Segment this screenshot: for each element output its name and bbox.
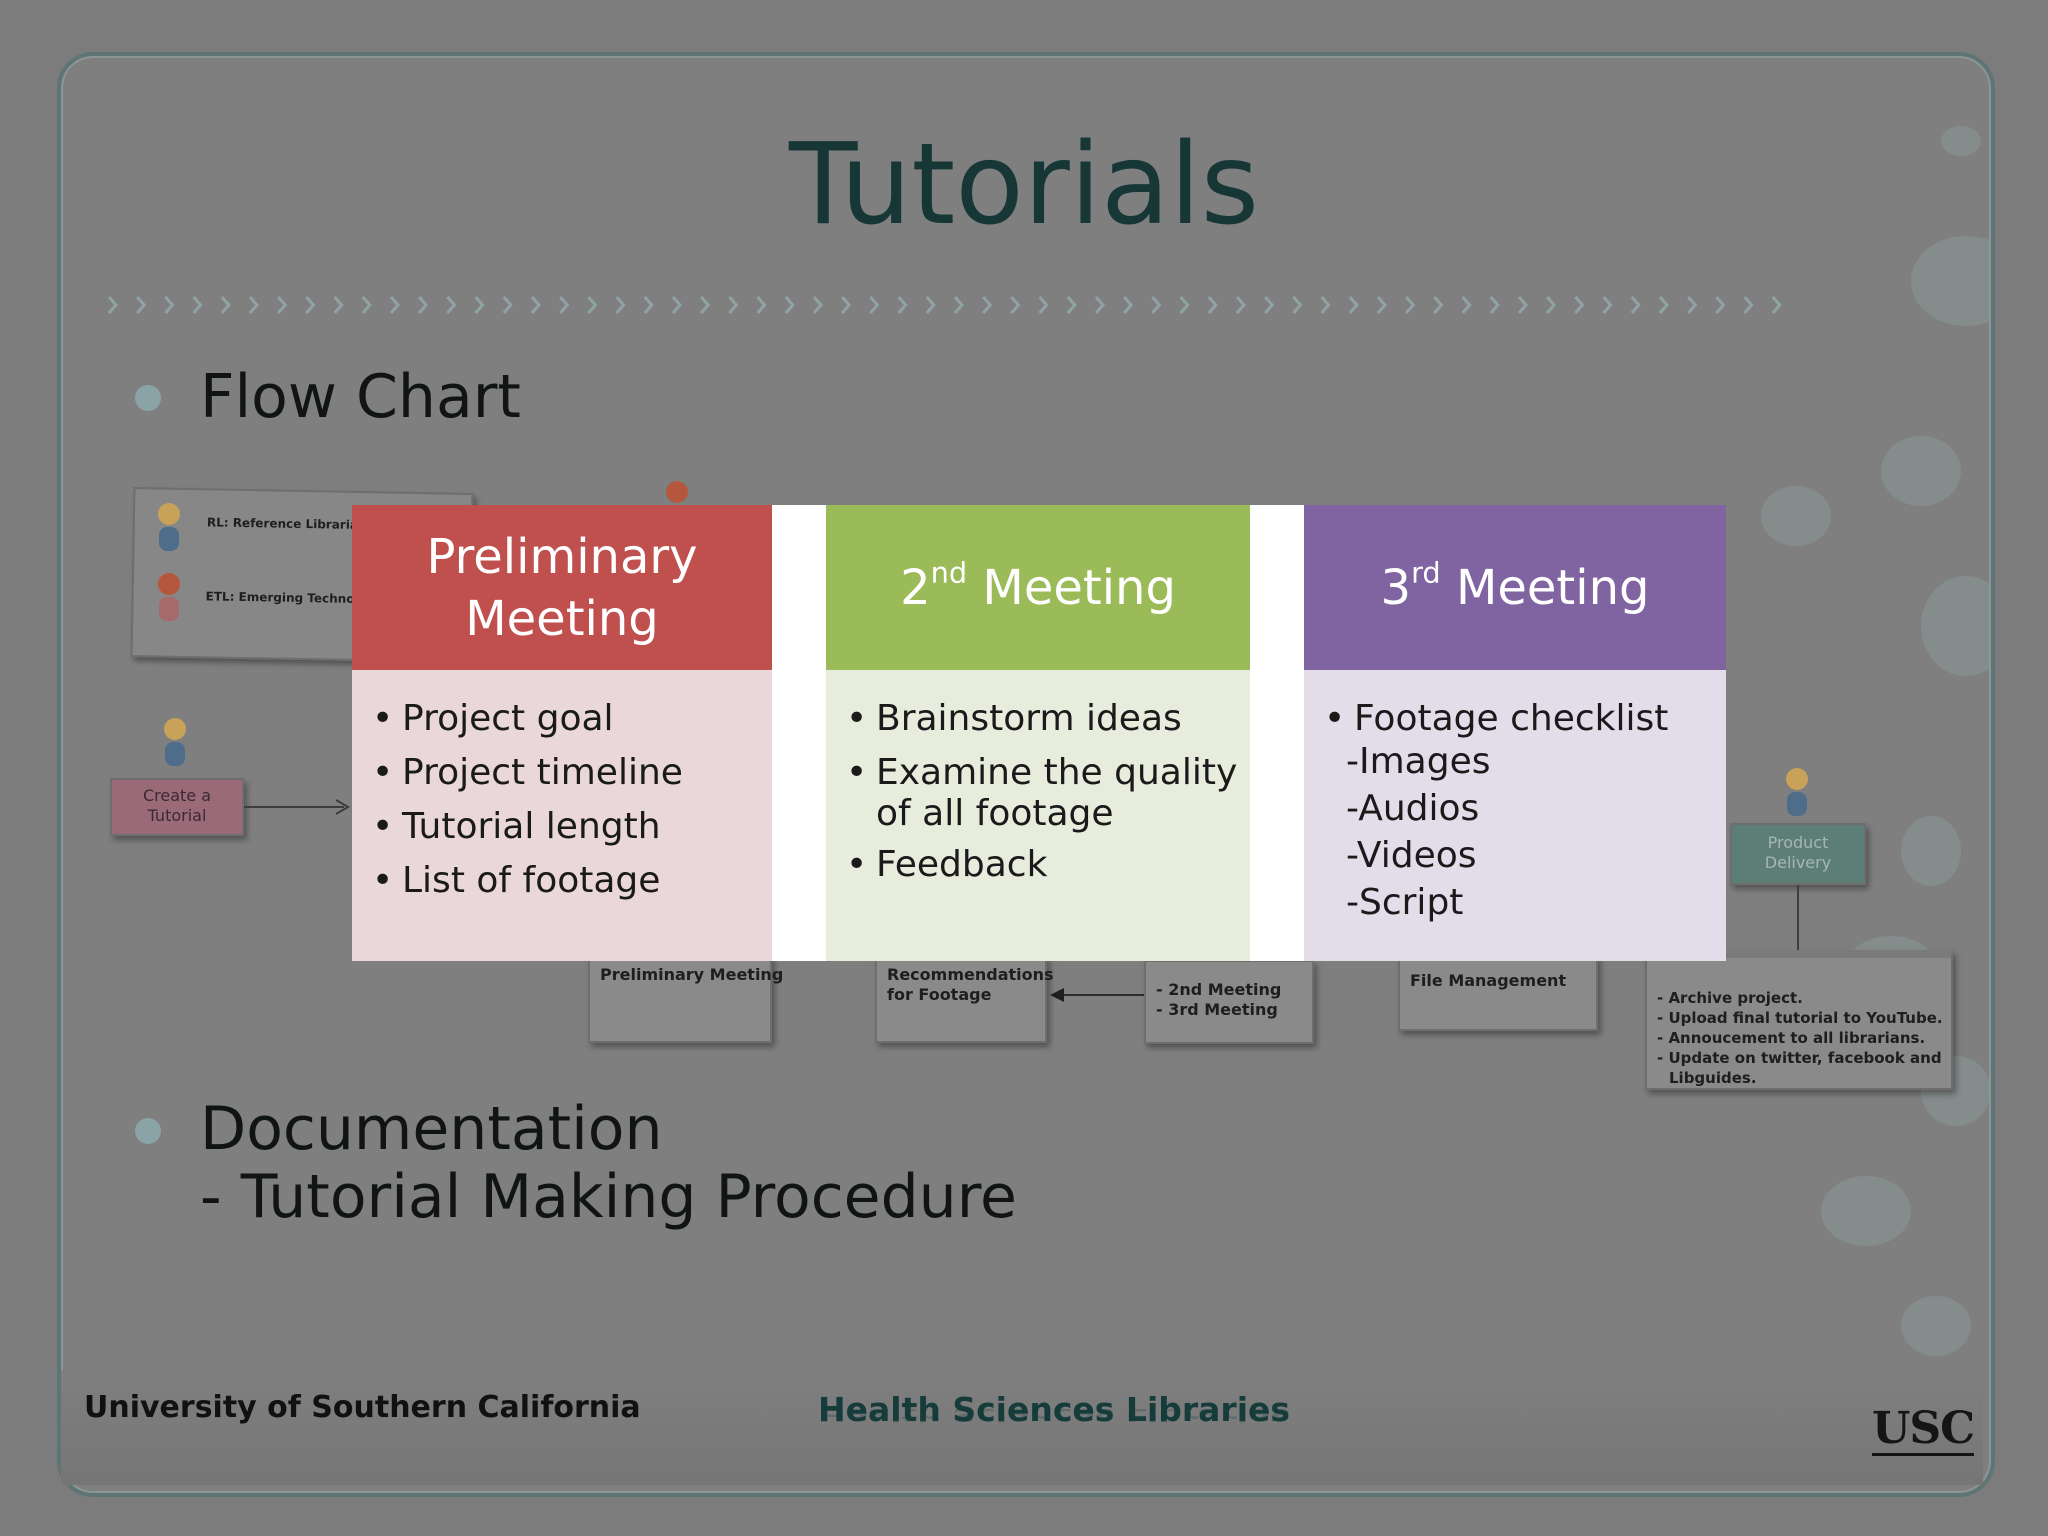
list-item: Project goal — [370, 692, 762, 746]
slide-title: Tutorials — [788, 120, 1260, 250]
footer-library-reflection: Health Sciences Libraries — [818, 1404, 1291, 1426]
second-meeting-header: 2nd Meeting — [826, 505, 1250, 670]
bg-meetings-box: - 2nd Meeting - 3rd Meeting — [1144, 960, 1314, 1044]
list-item: Tutorial length — [370, 800, 762, 854]
sub-item: -Images — [1346, 741, 1491, 782]
footer-band — [61, 1370, 1983, 1485]
person-icon — [666, 481, 688, 503]
person-icon — [164, 718, 186, 766]
sub-item: -Audios — [1346, 788, 1480, 829]
create-tutorial-box: Create a Tutorial — [110, 778, 244, 836]
bg-preliminary-meeting-box: Preliminary Meeting — [588, 955, 783, 1043]
legend-rl: RL: Reference Librarian — [206, 515, 358, 533]
arrow-connector — [244, 799, 350, 815]
list-item: List of footage — [370, 854, 762, 908]
footer-library: Health Sciences Libraries — [818, 1390, 1291, 1429]
bullet-dot — [135, 385, 161, 411]
second-meeting-body: Brainstorm ideas Examine the quality of … — [826, 670, 1250, 961]
legend-etl: ETL: Emerging Technologies Librarian — [205, 589, 356, 607]
dotted-divider — [107, 296, 1782, 314]
person-icon — [158, 573, 180, 621]
bullet-documentation: Documentation - Tutorial Making Procedur… — [200, 1094, 1017, 1232]
list-item: Feedback — [844, 838, 1240, 892]
bg-archive-box: - Archive project. - Upload final tutori… — [1645, 950, 1953, 1090]
bg-file-management-box: File Management — [1398, 955, 1598, 1031]
bullet-flow-chart: Flow Chart — [200, 362, 521, 432]
arrow-connector — [1050, 988, 1144, 1002]
usc-logo: USC — [1872, 1403, 1975, 1456]
list-item: Examine the quality — [844, 746, 1240, 800]
list-item: Brainstorm ideas — [844, 692, 1240, 746]
list-item: Footage checklist — [1322, 692, 1716, 746]
bullet-dot — [135, 1118, 161, 1144]
preliminary-meeting-body: Project goal Project timeline Tutorial l… — [352, 670, 772, 961]
third-meeting-header: 3rd Meeting — [1304, 505, 1726, 670]
third-meeting-column: 3rd Meeting Footage checklist -Images -A… — [1304, 505, 1726, 961]
third-meeting-body: Footage checklist -Images -Audios -Video… — [1304, 670, 1726, 961]
sub-item: -Videos — [1346, 835, 1477, 876]
second-meeting-column: 2nd Meeting Brainstorm ideas Examine the… — [826, 505, 1250, 961]
sub-item: -Script — [1346, 882, 1464, 923]
footer-university: University of Southern California — [84, 1390, 641, 1425]
person-icon — [158, 503, 180, 551]
person-icon — [1786, 768, 1808, 816]
connector-line — [1797, 885, 1799, 950]
list-item: Project timeline — [370, 746, 762, 800]
list-item-continuation: of all footage — [876, 793, 1114, 834]
product-delivery-box: Product Delivery — [1730, 823, 1866, 885]
bg-recommendations-box: Recommendations for Footage — [875, 955, 1054, 1043]
